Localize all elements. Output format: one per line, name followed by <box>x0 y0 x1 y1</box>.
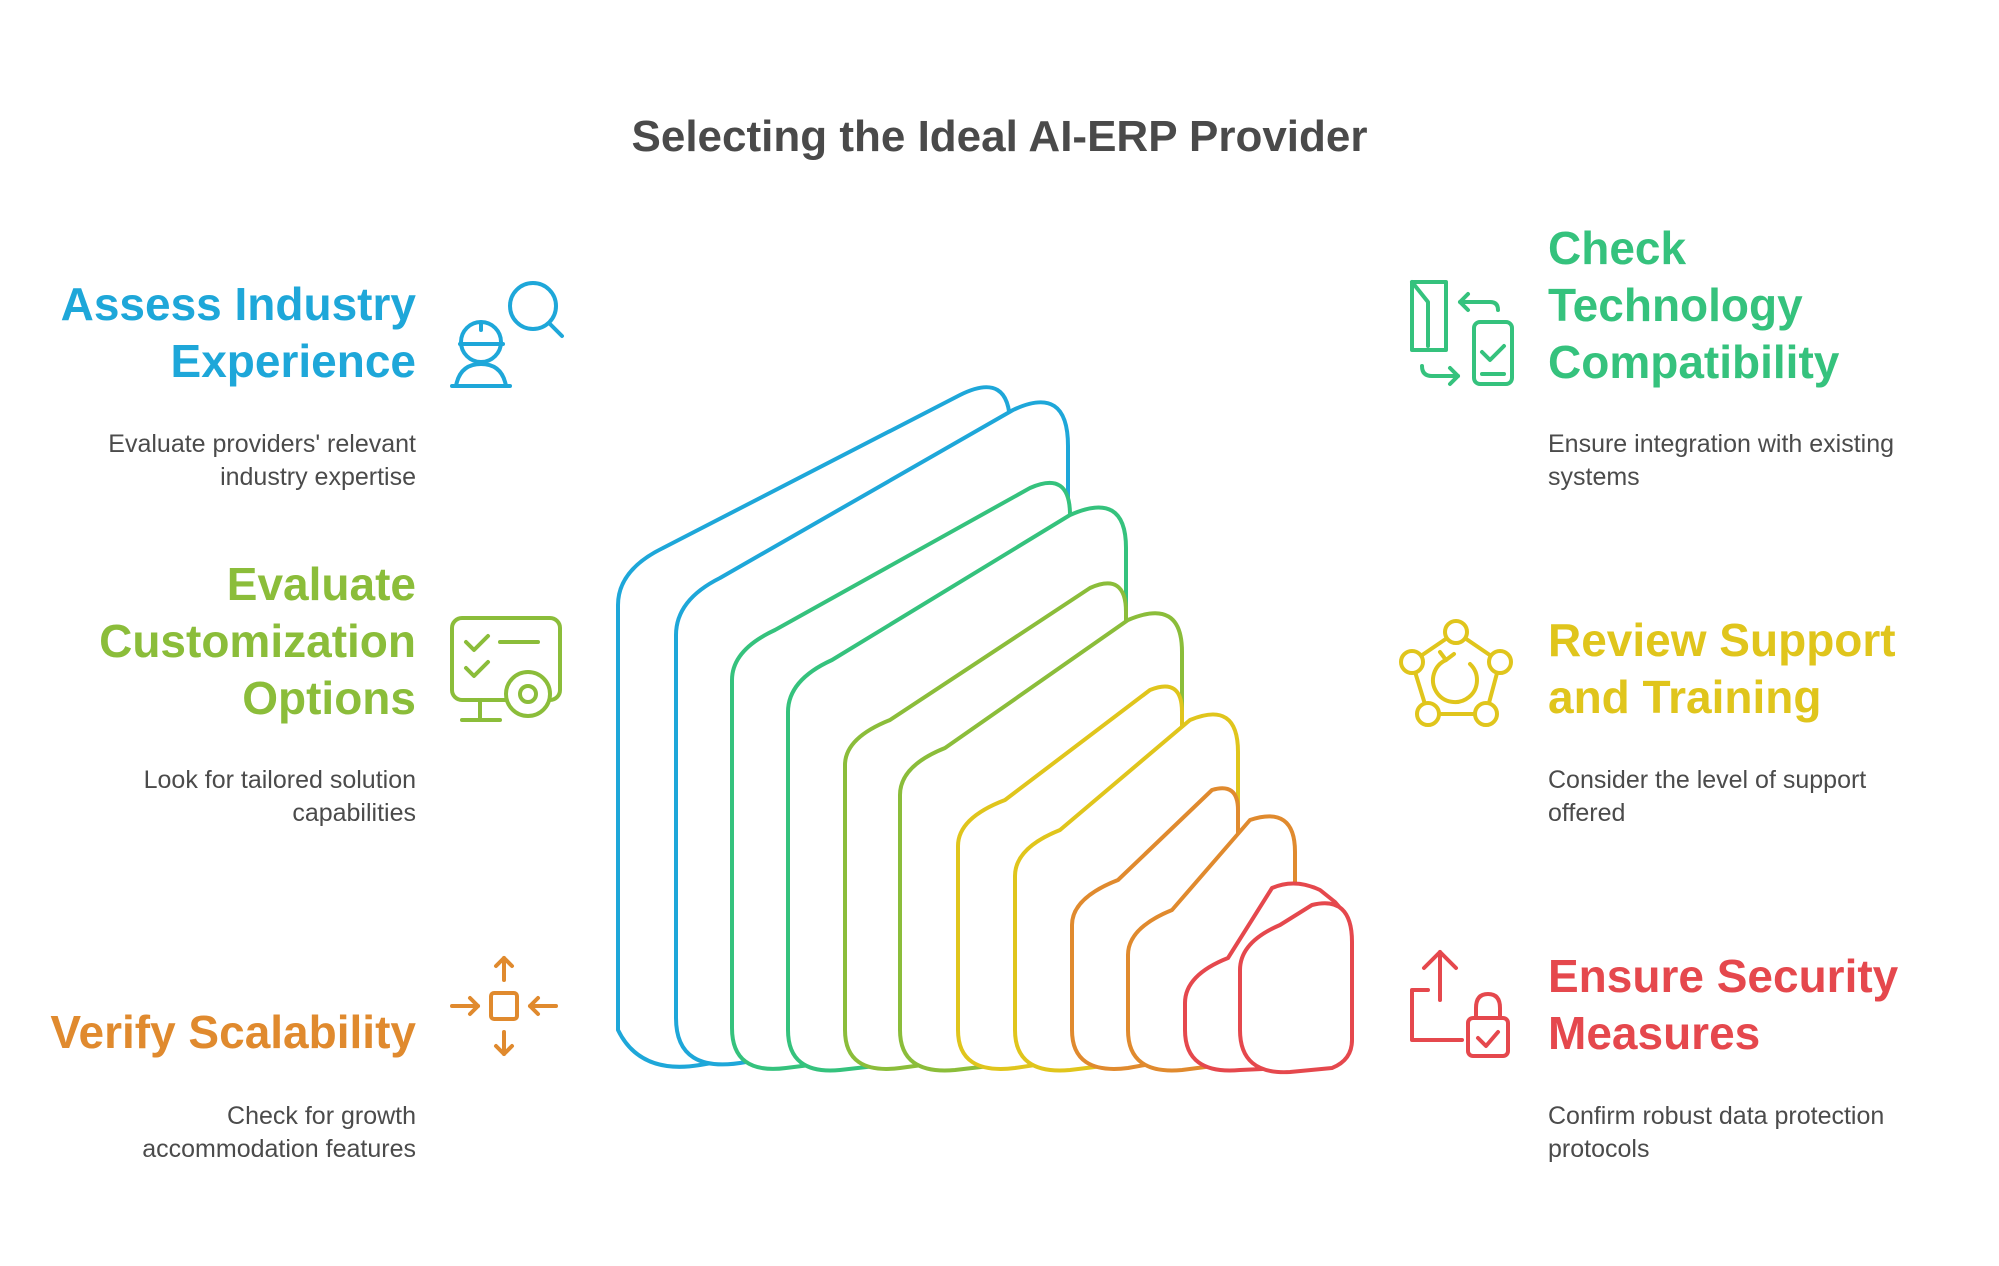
item-desc-line: offered <box>1548 799 1626 827</box>
device-sync-icon <box>1410 280 1514 386</box>
item-desc-line: protocols <box>1548 1135 1650 1163</box>
expand-arrows-icon <box>450 956 558 1056</box>
item-desc-line: Check for growth <box>227 1102 416 1130</box>
stacked-squares <box>616 385 1354 1075</box>
item-title-line: Ensure Security <box>1548 950 1899 1002</box>
checklist-gear-icon <box>450 616 562 722</box>
item-title-line: Assess Industry <box>60 278 416 330</box>
item-title-line: Compatibility <box>1548 336 1840 388</box>
square-security-front <box>1238 901 1354 1075</box>
item-title-technology: Check Technology Compatibility <box>1548 220 1978 391</box>
item-desc-line: systems <box>1548 463 1640 491</box>
item-desc-line: Look for tailored solution <box>143 766 416 794</box>
item-title-security: Ensure Security Measures <box>1548 948 1978 1062</box>
item-desc-assess: Evaluate providers' relevant industry ex… <box>60 428 416 494</box>
item-desc-line: Ensure integration with existing <box>1548 430 1895 458</box>
item-desc-line: Consider the level of support <box>1548 766 1867 794</box>
item-title-support: Review Support and Training <box>1548 612 1978 726</box>
item-desc-line: Evaluate providers' relevant <box>108 430 416 458</box>
item-desc-line: industry expertise <box>220 463 416 491</box>
item-title-line: Evaluate <box>226 558 416 610</box>
item-title-assess: Assess Industry Experience <box>60 276 416 390</box>
item-title-line: Options <box>242 672 416 724</box>
item-title-line: Measures <box>1548 1007 1761 1059</box>
item-title-line: Customization <box>99 615 416 667</box>
item-desc-line: accommodation features <box>142 1135 416 1163</box>
item-title-line: Experience <box>170 335 416 387</box>
item-desc-line: capabilities <box>292 799 416 827</box>
item-title-line: Review Support <box>1548 614 1896 666</box>
item-title-scalability: Verify Scalability <box>40 1004 416 1061</box>
item-desc-line: Confirm robust data protection <box>1548 1102 1885 1130</box>
upload-lock-icon <box>1410 950 1510 1058</box>
diagram-title: Selecting the Ideal AI-ERP Provider <box>631 112 1368 161</box>
item-desc-security: Confirm robust data protection protocols <box>1548 1100 1978 1166</box>
item-title-line: Check <box>1548 222 1687 274</box>
item-title-customization: Evaluate Customization Options <box>60 556 416 727</box>
item-title-line: Verify Scalability <box>50 1006 416 1058</box>
item-desc-support: Consider the level of support offered <box>1548 764 1978 830</box>
item-desc-scalability: Check for growth accommodation features <box>60 1100 416 1166</box>
item-desc-customization: Look for tailored solution capabilities <box>60 764 416 830</box>
item-title-line: and Training <box>1548 671 1822 723</box>
engineer-search-icon <box>450 281 564 388</box>
item-desc-technology: Ensure integration with existing systems <box>1548 428 1978 494</box>
item-title-line: Technology <box>1548 279 1803 331</box>
support-network-icon <box>1399 619 1513 727</box>
